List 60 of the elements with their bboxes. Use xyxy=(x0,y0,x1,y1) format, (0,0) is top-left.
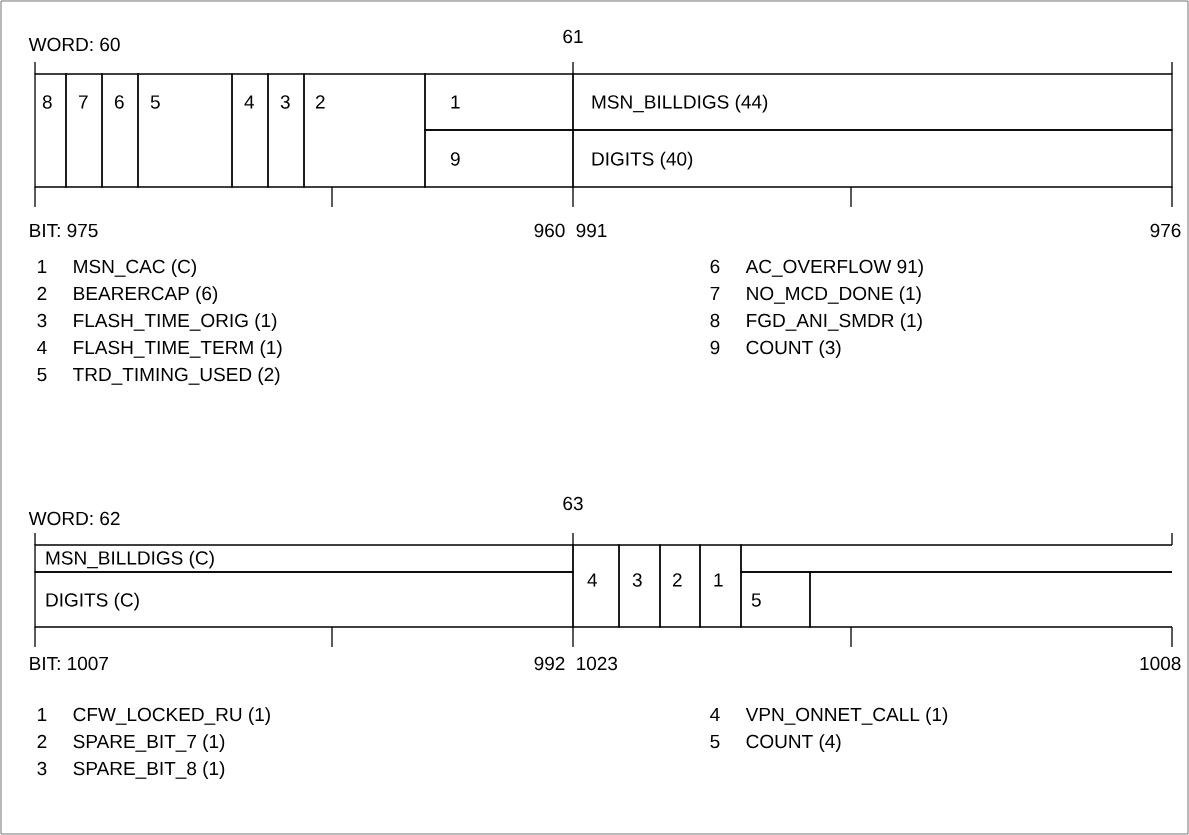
bit-field-cell xyxy=(740,544,1173,573)
field-number: 5 xyxy=(37,367,47,382)
field-name: COUNT (3) xyxy=(746,340,841,358)
bit-field-cell: 1 xyxy=(699,544,742,628)
field-number: 2 xyxy=(37,734,47,748)
field-name: VPN_ONNET_CALL (1) xyxy=(745,707,948,725)
field-number: 4 xyxy=(37,340,47,354)
field-name: NO_MCD_DONE (1) xyxy=(747,286,921,304)
bit-number: 991 xyxy=(576,223,607,238)
bit-number: 960 xyxy=(534,223,565,238)
bit-field-cell: DIGITS (C) xyxy=(34,571,574,628)
field-number: 5 xyxy=(710,734,720,749)
bit-field-cell: 8 xyxy=(34,73,67,188)
bit-field-cell: MSN_BILLDIGS (C) xyxy=(34,544,574,573)
field-number: 4 xyxy=(710,707,720,721)
field-name: SPARE_BIT_7 (1) xyxy=(73,734,225,752)
field-name: CFW_LOCKED_RU (1) xyxy=(73,707,270,725)
bit-label: BIT: 975 xyxy=(30,223,98,238)
bit-field-cell: 2 xyxy=(659,544,701,628)
bit-field-cell: 4 xyxy=(231,73,269,188)
bit-number: 976 xyxy=(1150,223,1181,238)
field-number: 8 xyxy=(710,313,720,328)
bit-field-cell: 3 xyxy=(618,544,661,628)
field-number: 6 xyxy=(710,259,720,274)
bit-field-cell: 3 xyxy=(267,73,305,188)
field-name: TRD_TIMING_USED (2) xyxy=(73,367,280,385)
field-number: 3 xyxy=(37,761,47,776)
bit-field-cell: 2 xyxy=(303,73,426,188)
bit-field-cell: 1 xyxy=(424,73,574,131)
bit-field-cell: 4 xyxy=(572,544,620,628)
bit-number: 1023 xyxy=(577,656,618,671)
field-number: 7 xyxy=(710,286,720,300)
field-name: AC_OVERFLOW 91) xyxy=(745,259,923,277)
field-number: 2 xyxy=(37,286,47,300)
bit-number: 1008 xyxy=(1140,656,1181,671)
field-name: FLASH_TIME_ORIG (1) xyxy=(74,313,277,331)
bit-number: 992 xyxy=(534,656,565,671)
word-number: 61 xyxy=(563,29,583,44)
bit-field-cell: 9 xyxy=(424,129,574,188)
field-number: 3 xyxy=(37,313,47,328)
field-number: 1 xyxy=(38,259,47,273)
word-label: WORD: 60 xyxy=(28,37,120,52)
field-name: COUNT (4) xyxy=(746,734,841,752)
bit-field-cell: DIGITS (40) xyxy=(572,129,1173,188)
bit-field-cell: MSN_BILLDIGS (44) xyxy=(572,73,1173,131)
bit-label: BIT: 1007 xyxy=(30,656,108,671)
field-name: FLASH_TIME_TERM (1) xyxy=(74,340,282,358)
field-name: BEARERCAP (6) xyxy=(74,286,218,304)
bit-field-cell: 5 xyxy=(740,571,811,628)
bit-field-cell: 6 xyxy=(101,73,139,188)
bit-field-cell: 5 xyxy=(137,73,233,188)
field-name: MSN_CAC (C) xyxy=(74,259,196,277)
field-number: 9 xyxy=(710,340,720,355)
bit-field-cell: 7 xyxy=(65,73,103,188)
field-name: FGD_ANI_SMDR (1) xyxy=(747,313,922,331)
bit-field-cell xyxy=(809,571,1173,628)
field-name: SPARE_BIT_8 (1) xyxy=(73,761,225,779)
word-label: WORD: 62 xyxy=(28,511,120,526)
word-number: 63 xyxy=(563,496,583,511)
field-number: 1 xyxy=(38,707,47,721)
